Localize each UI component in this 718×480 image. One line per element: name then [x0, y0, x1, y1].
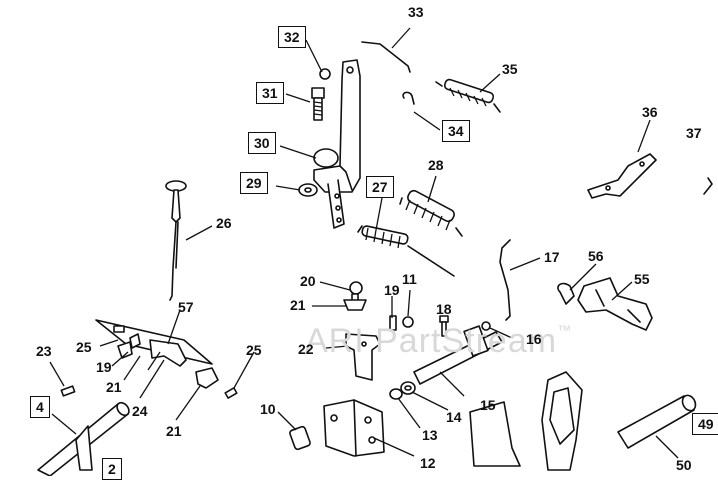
callout-17: 17	[544, 249, 560, 265]
part-23-screw	[60, 385, 76, 397]
callout-2: 2	[102, 458, 122, 480]
callout-15: 15	[480, 397, 496, 413]
callout-21-top: 21	[290, 297, 306, 313]
callout-33: 33	[408, 4, 424, 20]
callout-37: 37	[686, 125, 702, 141]
part-24-bracket	[149, 339, 187, 367]
part-17-wire-rod	[499, 239, 511, 321]
part-21-clip-lower	[195, 367, 219, 389]
part-50-tube	[617, 394, 697, 449]
part-28-spring	[399, 189, 463, 237]
part-19-screw	[389, 315, 397, 331]
part-30-lever	[313, 59, 361, 229]
part-20-bolt	[349, 281, 363, 303]
callout-25-mid: 25	[246, 342, 262, 358]
part-35-spring	[435, 78, 501, 113]
callout-31: 31	[256, 82, 284, 104]
part-22-bracket	[345, 333, 381, 381]
part-37-partial	[703, 177, 713, 195]
watermark: ARI PartStream™	[305, 322, 572, 361]
part-16-pin	[481, 321, 491, 331]
callout-16: 16	[526, 331, 542, 347]
callout-29: 29	[240, 172, 268, 194]
watermark-text: ARI PartStream	[305, 322, 558, 360]
part-55-bracket	[577, 277, 653, 331]
callout-36: 36	[642, 104, 658, 120]
part-36-bracket	[587, 153, 657, 199]
part-14-washer	[400, 381, 416, 395]
callout-19-mid: 19	[384, 282, 400, 298]
part-11-nut	[402, 316, 414, 328]
part-21-clip-top	[343, 299, 367, 311]
callout-23: 23	[36, 343, 52, 359]
callout-57: 57	[178, 299, 194, 315]
callout-56: 56	[588, 248, 604, 264]
callout-24: 24	[132, 403, 148, 419]
part-56-clip	[557, 282, 575, 305]
part-4-rod	[37, 401, 130, 476]
part-13-washer	[389, 388, 403, 400]
callout-4: 4	[30, 396, 50, 418]
callout-49: 49	[692, 413, 718, 435]
callout-13: 13	[422, 427, 438, 443]
callout-22: 22	[298, 341, 314, 357]
callout-30: 30	[248, 132, 276, 154]
watermark-trademark: ™	[557, 322, 573, 338]
part-10-knob	[289, 425, 311, 451]
callout-34: 34	[442, 120, 470, 142]
callout-18: 18	[436, 301, 452, 317]
part-29-nut	[298, 183, 318, 197]
part-25-bolt-left	[113, 325, 125, 333]
callout-21-lower: 21	[166, 423, 182, 439]
part-27-spring-rod	[357, 225, 455, 277]
part-frame-lower-right	[469, 371, 583, 471]
callout-12: 12	[420, 455, 436, 471]
callout-26: 26	[216, 215, 232, 231]
part-32-nut	[319, 68, 331, 80]
part-31-bolt	[311, 87, 325, 121]
callout-19-left: 19	[96, 359, 112, 375]
callout-25-left: 25	[76, 339, 92, 355]
part-33-wire-link	[361, 41, 411, 73]
callout-28: 28	[428, 157, 444, 173]
part-15-shaft	[413, 325, 503, 385]
part-19-clip-left	[129, 333, 141, 349]
callout-32: 32	[278, 26, 306, 48]
part-25-bolt-mid	[224, 387, 238, 399]
part-21-clip-left	[117, 341, 133, 359]
callout-11: 11	[402, 271, 417, 287]
callout-55: 55	[634, 271, 650, 287]
callout-10: 10	[260, 401, 276, 417]
callout-20: 20	[300, 273, 316, 289]
part-26-cable-knob	[165, 180, 187, 301]
callout-50: 50	[676, 457, 692, 473]
leader-lines	[49, 27, 679, 459]
part-18-bolt	[439, 315, 449, 337]
part-34-clip	[402, 91, 415, 105]
callout-35: 35	[502, 61, 518, 77]
part-12-bracket	[323, 399, 385, 457]
callout-27: 27	[366, 176, 394, 198]
callout-14: 14	[446, 409, 462, 425]
callout-21-left: 21	[106, 379, 122, 395]
